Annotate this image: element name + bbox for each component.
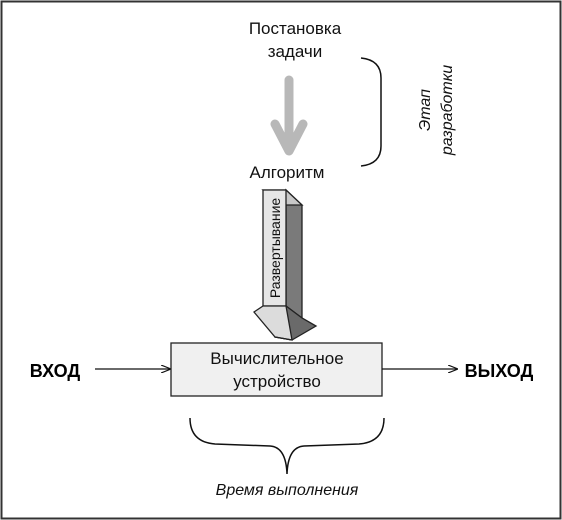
development-stage-line1: Этап — [417, 89, 434, 131]
unfolding-label: Развертывание — [267, 198, 283, 299]
grey-down-arrow — [270, 75, 308, 156]
unfolding-block-arrow — [253, 188, 318, 341]
device-label-line1: Вычислительное — [210, 349, 343, 368]
computing-device-box — [170, 342, 383, 397]
runtime-brace — [189, 417, 385, 475]
development-stage-line2: разработки — [439, 65, 456, 156]
problem-statement-line2: задачи — [268, 42, 323, 61]
problem-statement-line1: Постановка — [249, 19, 342, 38]
development-brace — [360, 57, 382, 167]
device-label-line2: устройство — [233, 372, 321, 391]
algorithm-label: Алгоритм — [250, 163, 325, 182]
input-label: ВХОД — [30, 361, 81, 381]
output-label: ВЫХОД — [465, 361, 534, 381]
runtime-label: Время выполнения — [216, 482, 359, 499]
